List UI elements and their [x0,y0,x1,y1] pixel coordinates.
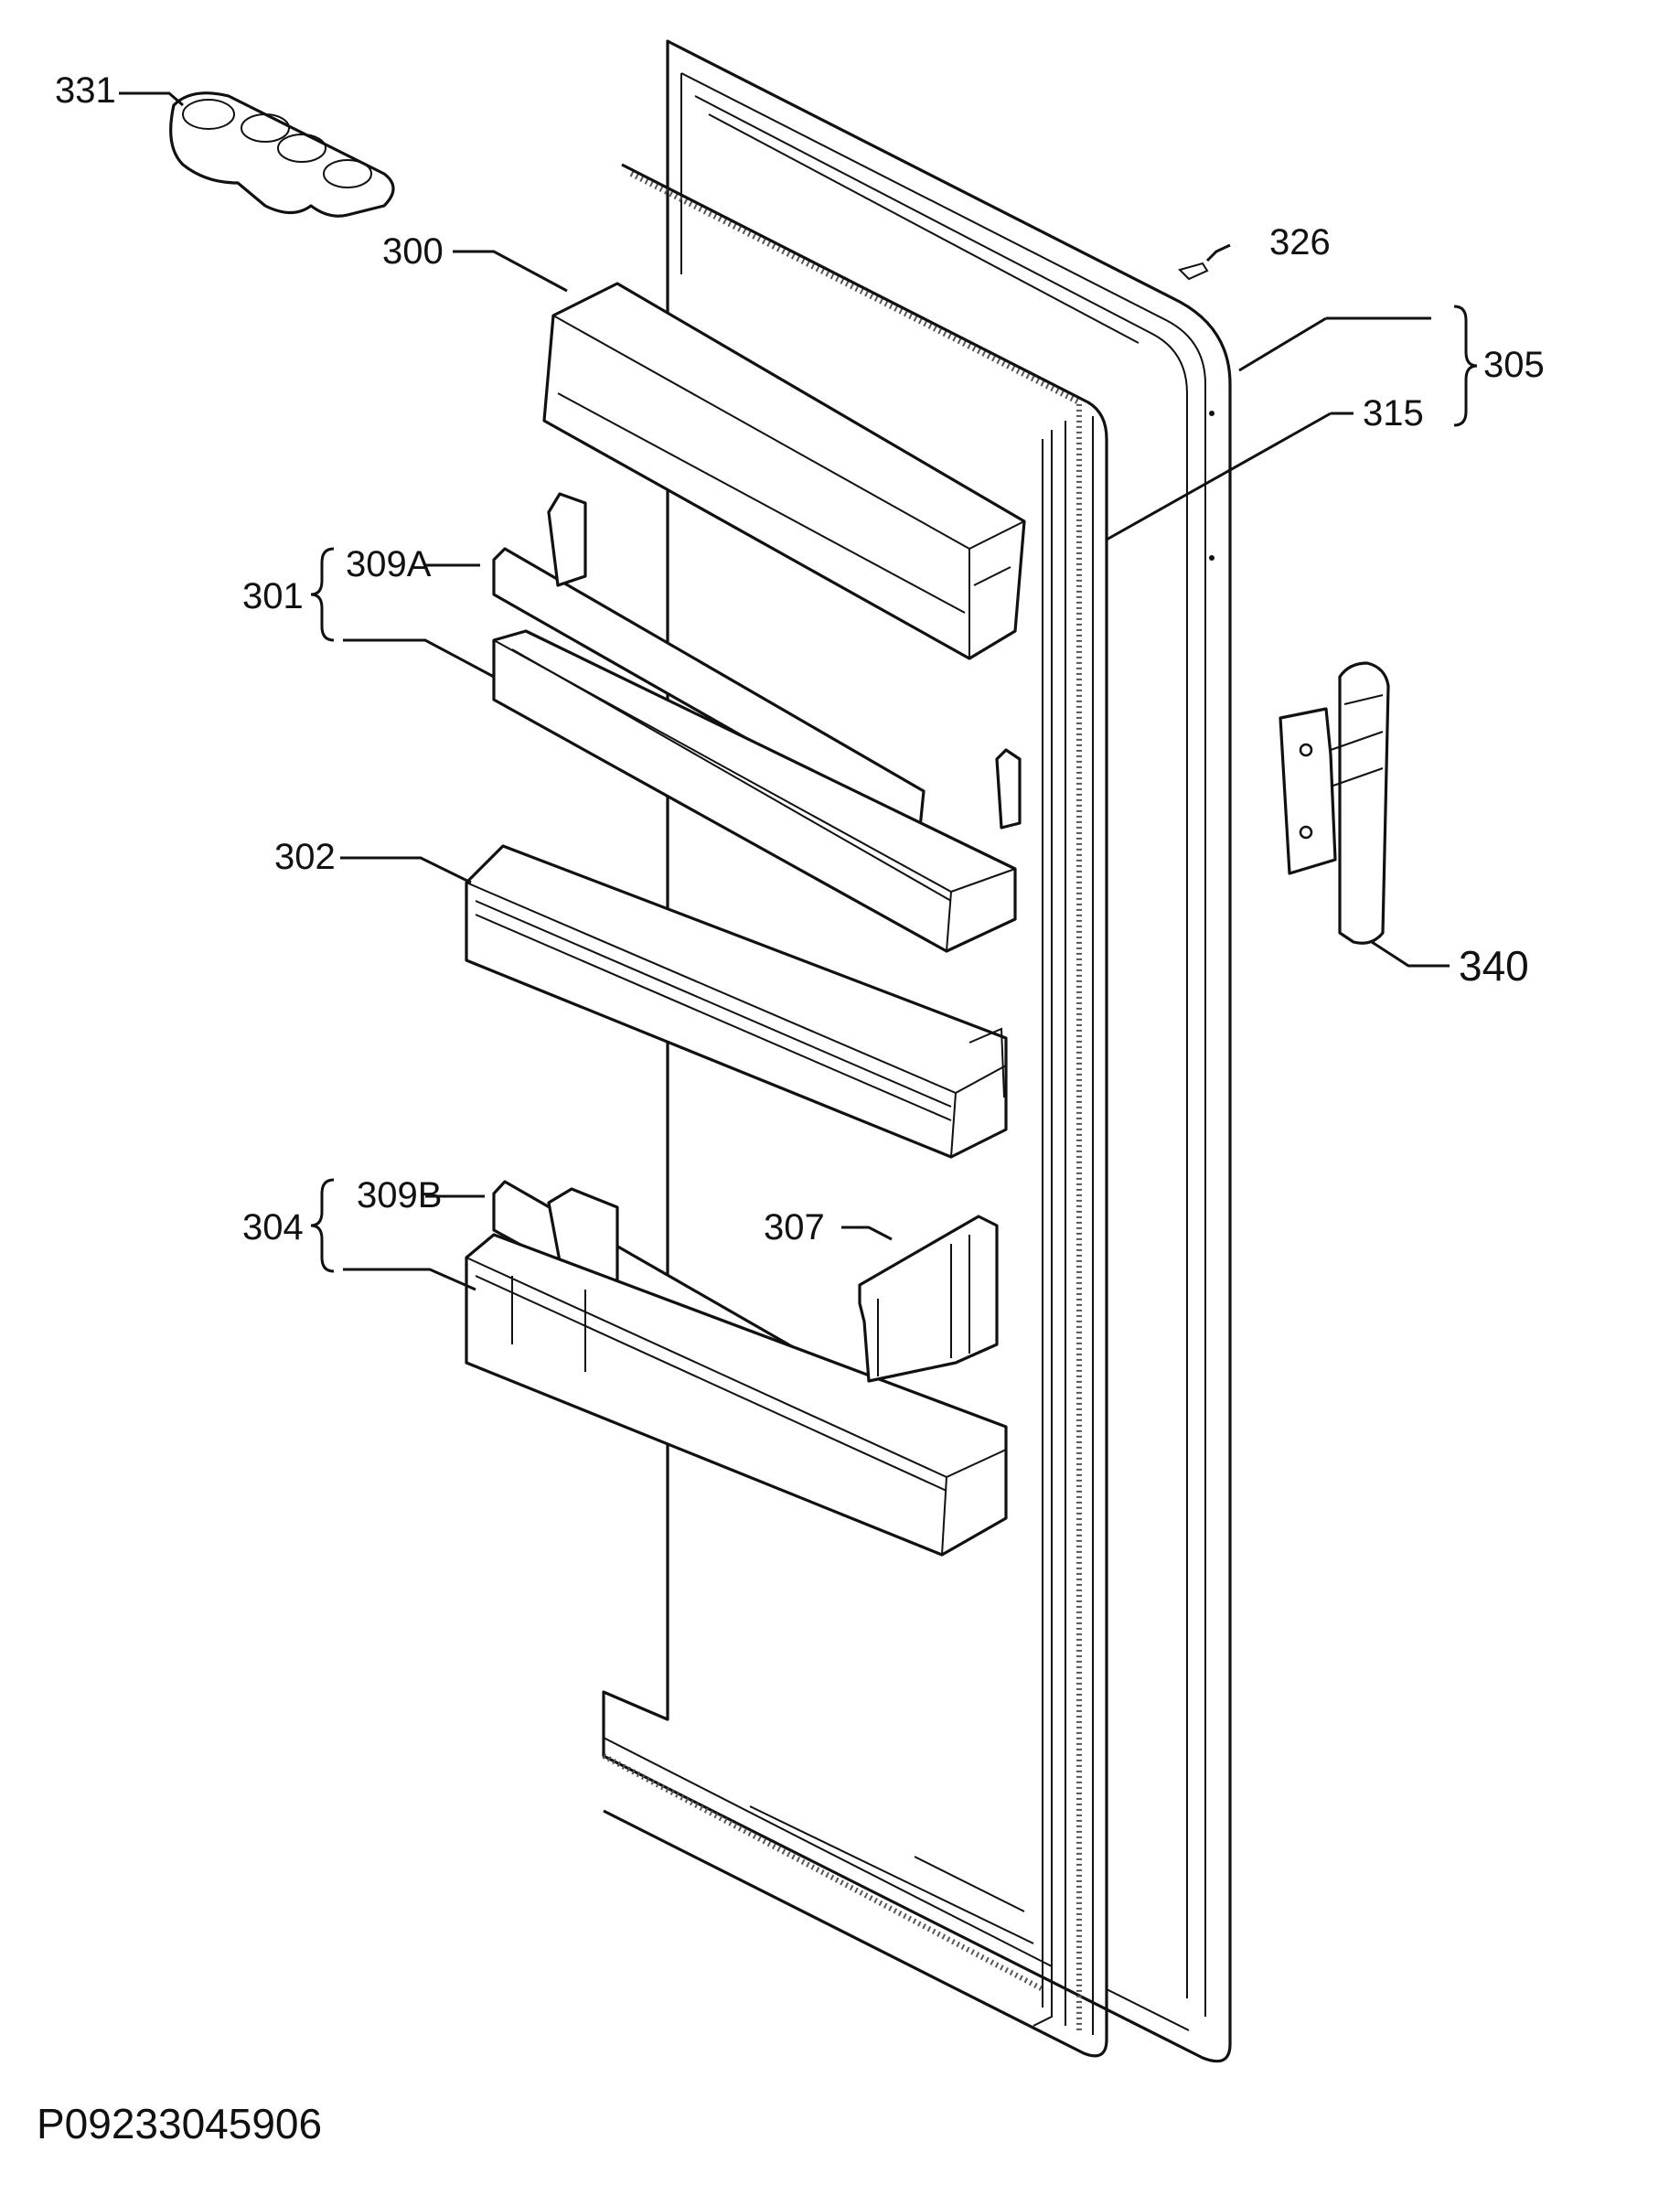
callout-315: 315 [1363,393,1424,434]
lower-shelf-part [465,1180,1008,1557]
callout-305: 305 [1483,345,1545,385]
door-handle-part [1279,661,1390,945]
callout-302: 302 [274,837,336,877]
callout-309b: 309B [357,1175,442,1215]
screw-part [1178,262,1209,281]
bottle-divider-part [858,1215,999,1383]
callout-301: 301 [242,576,304,616]
callout-300: 300 [382,231,444,272]
upper-shelf-part [492,492,1022,953]
callout-340: 340 [1459,942,1529,990]
callout-304: 304 [242,1207,304,1247]
callout-309a: 309A [346,544,432,584]
leader-lines [119,91,1478,1291]
callout-labels: 331 300 326 305 315 301 309A 302 340 304… [55,70,1545,1247]
middle-shelf-part [465,844,1008,1159]
callout-326: 326 [1269,222,1331,262]
drawing-code: P09233045906 [37,2100,323,2147]
callout-331: 331 [55,70,116,111]
egg-tray-part [169,91,395,218]
dairy-compartment-part [542,282,1026,660]
callout-307: 307 [764,1207,825,1247]
